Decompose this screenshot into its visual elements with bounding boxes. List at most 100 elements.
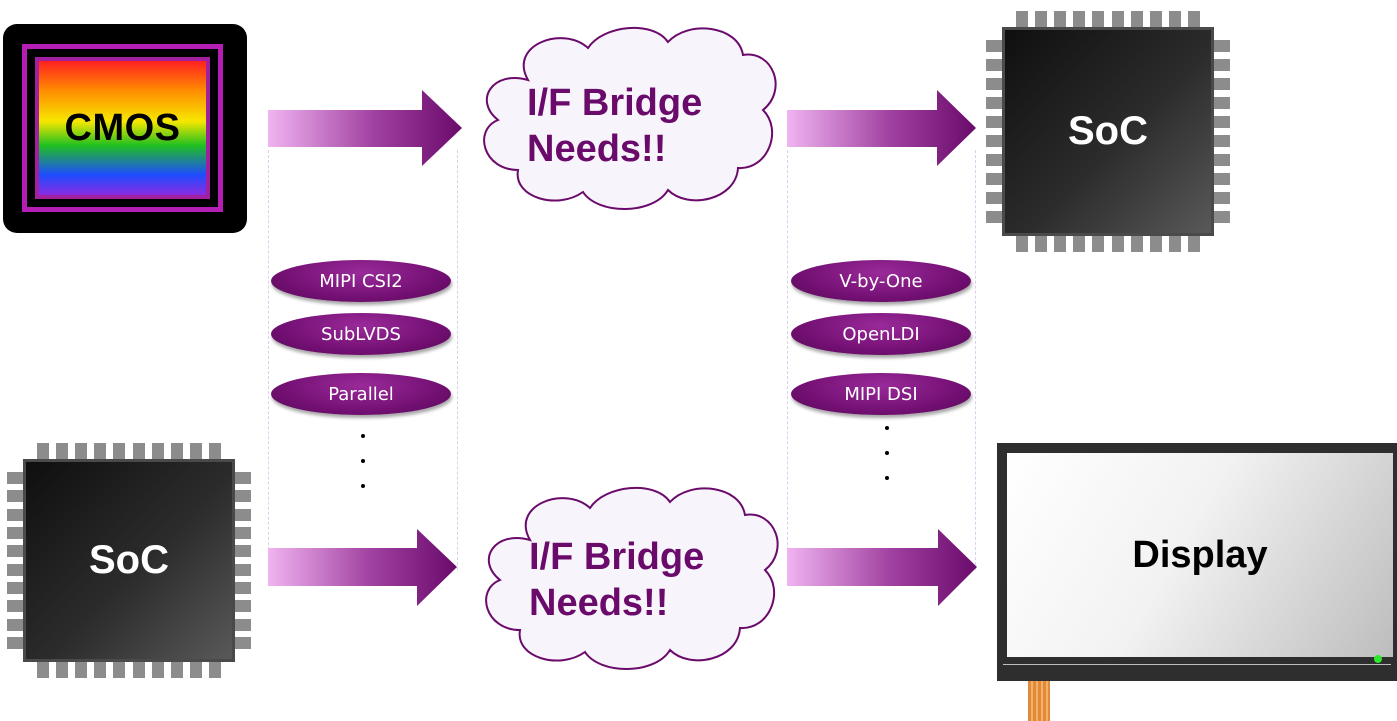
arrow-bottom-right [787,529,977,606]
chip-pin [1092,236,1105,252]
chip-pin [1169,11,1182,27]
chip-pin [55,443,68,459]
arrow-top-left [268,90,462,166]
chip-pin [1150,236,1162,252]
chip-pin [1092,11,1105,27]
chip-pin [7,508,23,521]
chip-pin [986,40,1002,53]
chip-pin [986,116,1002,129]
chip-pin [151,443,164,459]
chip-pin [235,545,251,558]
chip-pin [1130,11,1143,27]
chip-pin [1214,210,1230,223]
chip-pin [1214,116,1230,129]
chip-pin [209,662,222,678]
ellipsis-dot [885,451,889,455]
ellipsis-dot [361,484,365,488]
chip-pin [7,563,23,576]
chip-pin [986,191,1002,204]
cmos-spectrum: CMOS [35,57,210,199]
chip-pin [190,443,203,459]
chip-pin [235,527,251,540]
chip-pin [1214,191,1230,204]
interface-pill-mipi-csi2: MIPI CSI2 [271,260,451,302]
cloud-bottom-text: I/F Bridge Needs!! [529,534,704,626]
chip-pin [1130,236,1143,252]
guide-line [975,150,976,570]
chip-pin [7,545,23,558]
chip-pin [1214,97,1230,110]
chip-pin [7,600,23,613]
chip-pin [7,527,23,540]
cloud-bottom-line2: Needs!! [529,582,669,624]
guide-line [787,150,788,570]
guide-line [457,150,458,570]
chip-pin [986,172,1002,185]
chip-pin [1034,11,1047,27]
chip-pin [1015,236,1028,252]
chip-pin [1188,236,1201,252]
chip-pin [1111,11,1124,27]
chip-pin [1169,236,1182,252]
chip-pin [7,490,23,503]
cloud-top-line2: Needs!! [527,128,667,170]
chip-pin [75,662,87,678]
chip-pin [7,472,23,485]
ellipsis-dot [885,426,889,430]
chip-pin [1214,153,1230,166]
power-led-icon [1374,655,1382,663]
chip-pin [132,443,145,459]
chip-pin [235,636,251,649]
ellipsis-dot [885,476,889,480]
chip-pin [235,581,251,594]
chip-pin [209,443,222,459]
chip-pin [36,662,49,678]
chip-pin [190,662,203,678]
chip-pin [235,508,251,521]
chip-pin [986,153,1002,166]
chip-pin [235,618,251,631]
chip-pin [1054,11,1066,27]
soc-chip-body: SoC [23,459,235,662]
chip-pin [113,662,126,678]
chip-pin [1073,236,1086,252]
chip-pin [94,443,107,459]
soc-chip-top: SoC [982,6,1234,252]
interface-pill-parallel: Parallel [271,373,451,415]
soc-bottom-label: SoC [89,538,169,582]
display-bezel-line [1003,664,1391,665]
chip-pin [113,443,126,459]
cmos-sensor: CMOS [3,24,247,233]
interface-pill-v-by-one: V-by-One [791,260,971,302]
chip-pin [1214,59,1230,72]
ellipsis-dot [361,459,365,463]
cloud-bottom-line1: I/F Bridge [529,536,705,578]
chip-pin [55,662,68,678]
guide-line [268,150,269,570]
cmos-frame [22,44,223,212]
chip-pin [235,472,251,485]
display-panel: Display [997,443,1397,681]
chip-pin [1214,40,1230,53]
ellipsis-dot [361,434,365,438]
chip-pin [1015,11,1028,27]
chip-pin [986,97,1002,110]
chip-pin [1034,236,1047,252]
chip-pin [235,600,251,613]
soc-chip-bottom: SoC [3,438,255,684]
chip-pin [132,662,145,678]
chip-pin [1188,11,1201,27]
display-screen: Display [1007,453,1393,657]
chip-pin [75,443,87,459]
chip-pin [235,563,251,576]
chip-pin [1214,172,1230,185]
soc-top-label: SoC [1068,109,1148,153]
chip-pin [1150,11,1162,27]
chip-pin [1073,11,1086,27]
chip-pin [986,134,1002,147]
chip-pin [1214,134,1230,147]
interface-pill-sublvds: SubLVDS [271,313,451,355]
arrow-top-right [787,90,976,166]
cloud-top-text: I/F Bridge Needs!! [527,80,702,172]
